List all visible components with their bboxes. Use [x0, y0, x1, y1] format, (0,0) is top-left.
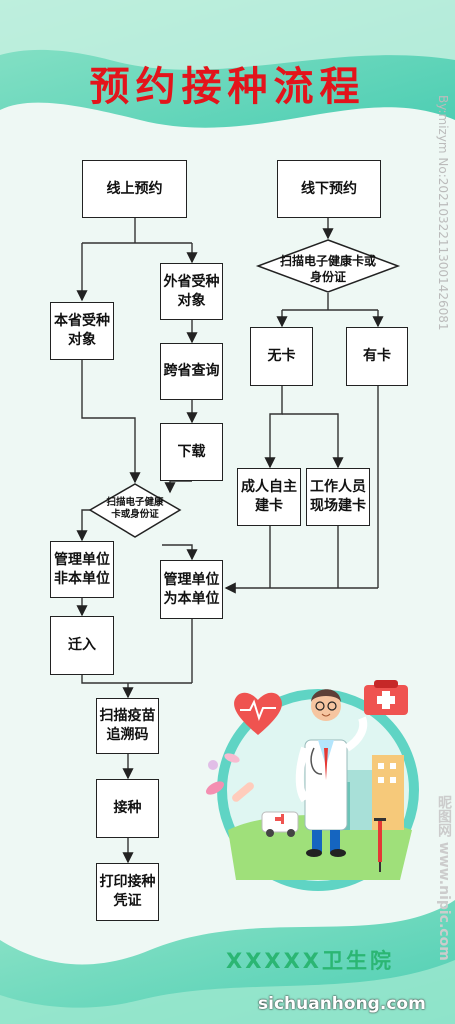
staff-create-card-box: 工作人员现场建卡 [306, 468, 370, 526]
download-box: 下载 [160, 423, 223, 481]
online-booking-box: 线上预约 [82, 160, 187, 218]
watermark-right-top: By:mizym No:20210322113001426081 [436, 95, 450, 331]
print-certificate-box: 打印接种凭证 [96, 863, 159, 921]
hospital-name: XXXXX卫生院 [226, 949, 394, 973]
unit-self-box: 管理单位为本单位 [160, 560, 223, 619]
offline-scan-diamond: 扫描电子健康卡或身份证 [280, 254, 377, 284]
local-target-box: 本省受种对象 [50, 302, 114, 360]
move-in-box: 迁入 [50, 616, 114, 675]
page-title: 预约接种流程 [89, 64, 366, 110]
cross-province-query-box: 跨省查询 [160, 343, 223, 400]
watermark-right-bottom: 昵图网 www.nipic.com [436, 795, 452, 961]
unit-other-box: 管理单位非本单位 [50, 541, 114, 598]
scan-trace-code-box: 扫描疫苗追溯码 [96, 698, 159, 754]
has-card-box: 有卡 [346, 327, 408, 386]
watermark-bottom: sichuanhong.com [258, 994, 426, 1014]
self-create-card-box: 成人自主建卡 [237, 468, 301, 526]
other-province-target-box: 外省受种对象 [160, 263, 223, 320]
vaccinate-box: 接种 [96, 779, 159, 838]
no-card-box: 无卡 [250, 327, 313, 386]
online-scan-diamond: 扫描电子健康卡或身份证 [106, 497, 164, 521]
offline-booking-box: 线下预约 [277, 160, 381, 218]
